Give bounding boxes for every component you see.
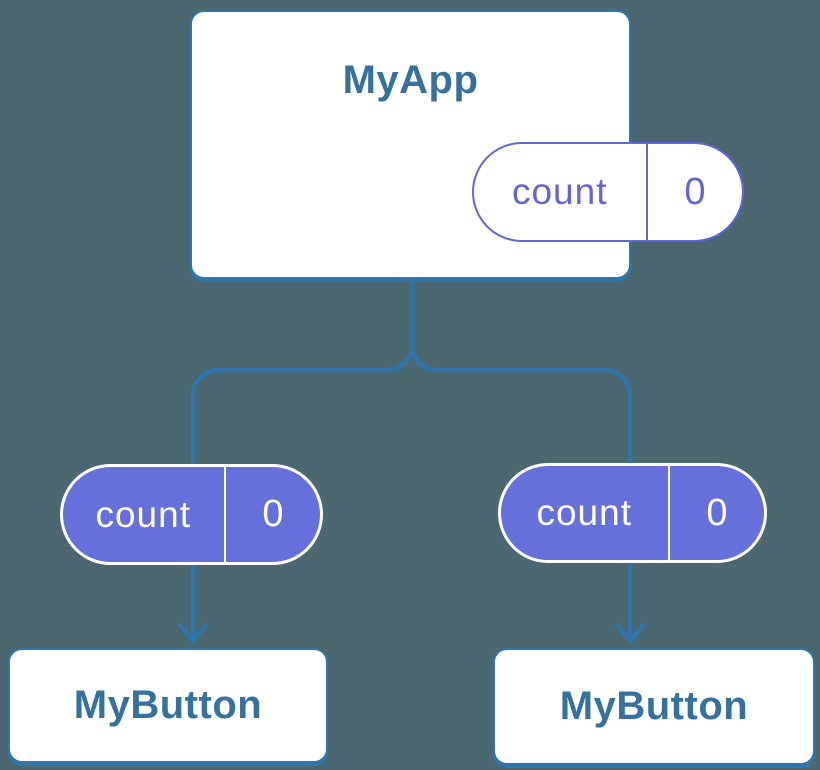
arrowhead-left xyxy=(177,622,209,644)
connector-right-branch xyxy=(409,270,633,638)
node-myapp-title: MyApp xyxy=(342,58,479,102)
node-mybutton-right: MyButton xyxy=(493,648,815,765)
prop-value: 0 xyxy=(262,493,284,535)
pill-divider xyxy=(223,467,226,562)
prop-label: count xyxy=(536,492,632,533)
state-label: count xyxy=(511,171,608,212)
node-mybutton-left-title: MyButton xyxy=(73,683,263,727)
node-myapp: MyApp count 0 xyxy=(190,10,744,279)
prop-label: count xyxy=(95,493,191,535)
state-pill-root: count 0 xyxy=(472,142,744,242)
pill-divider xyxy=(645,144,648,240)
prop-pill-right: count 0 xyxy=(498,463,767,563)
connector-left-branch xyxy=(190,270,415,638)
prop-pill-left: count 0 xyxy=(60,464,323,565)
node-mybutton-right-title: MyButton xyxy=(559,684,749,728)
state-value: 0 xyxy=(684,170,706,213)
prop-value: 0 xyxy=(706,491,728,534)
node-mybutton-left: MyButton xyxy=(8,648,328,763)
pill-divider xyxy=(667,466,670,560)
arrowhead-right xyxy=(614,622,646,644)
